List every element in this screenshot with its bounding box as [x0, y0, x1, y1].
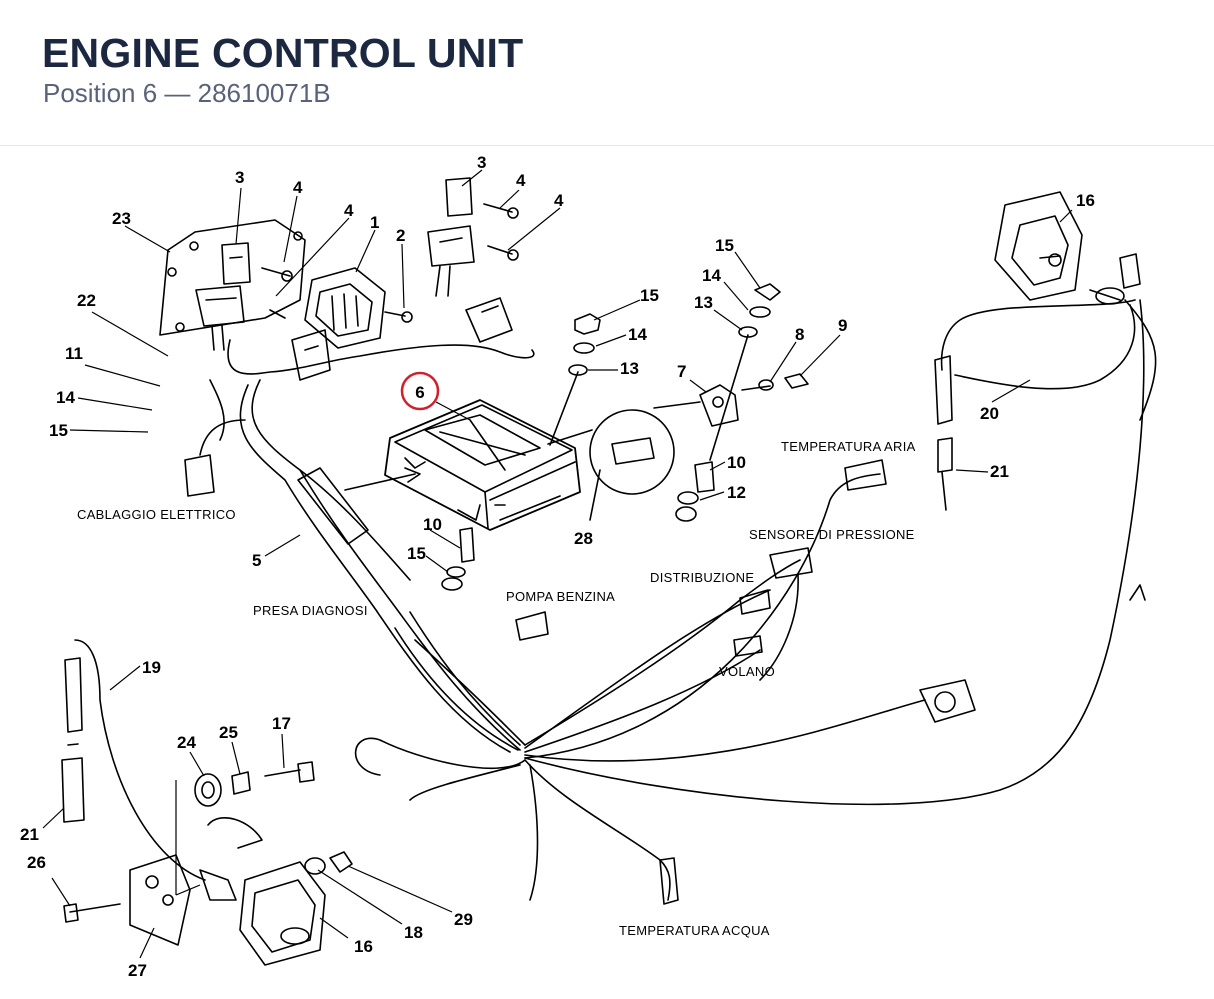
- callout-29: 29: [454, 910, 473, 929]
- diagram-svg: 23 3 4 4 1 2 3 4 4 22 11 14 15 15 14 13 …: [20, 153, 1157, 980]
- callout-4: 4: [516, 171, 526, 190]
- callout-15: 15: [407, 544, 426, 563]
- label-temperatura-acqua: TEMPERATURA ACQUA: [619, 923, 770, 938]
- callout-12: 12: [727, 483, 746, 502]
- exploded-diagram: 23 3 4 4 1 2 3 4 4 22 11 14 15 15 14 13 …: [0, 146, 1214, 994]
- page-subtitle: Position 6 — 28610071B: [43, 78, 331, 108]
- callout-15: 15: [49, 421, 68, 440]
- callout-26: 26: [27, 853, 46, 872]
- callout-14: 14: [628, 325, 647, 344]
- callout-6: 6: [415, 383, 424, 402]
- callout-3: 3: [477, 153, 486, 172]
- callout-14: 14: [56, 388, 75, 407]
- label-pompa-benzina: POMPA BENZINA: [506, 589, 615, 604]
- callout-28: 28: [574, 529, 593, 548]
- callout-4: 4: [293, 178, 303, 197]
- callout-21: 21: [20, 825, 39, 844]
- callout-19: 19: [142, 658, 161, 677]
- callout-20: 20: [980, 404, 999, 423]
- callout-3: 3: [235, 168, 244, 187]
- callout-5: 5: [252, 551, 261, 570]
- callout-11: 11: [65, 344, 83, 363]
- callout-24: 24: [177, 733, 196, 752]
- callout-10: 10: [423, 515, 442, 534]
- callout-18: 18: [404, 923, 423, 942]
- label-cablaggio-elettrico: CABLAGGIO ELETTRICO: [77, 507, 236, 522]
- callout-4: 4: [554, 191, 564, 210]
- callout-25: 25: [219, 723, 238, 742]
- highlight-part-6[interactable]: 6: [400, 371, 440, 411]
- callout-7: 7: [677, 362, 686, 381]
- callout-4: 4: [344, 201, 354, 220]
- page-header: ENGINE CONTROL UNIT Position 6 — 2861007…: [0, 0, 1214, 146]
- callout-27: 27: [128, 961, 147, 980]
- callout-23: 23: [112, 209, 131, 228]
- callout-21: 21: [990, 462, 1009, 481]
- label-presa-diagnosi: PRESA DIAGNOSI: [253, 603, 368, 618]
- page-title: ENGINE CONTROL UNIT: [42, 30, 524, 76]
- label-sensore-di-pressione: SENSORE DI PRESSIONE: [749, 527, 915, 542]
- callout-14: 14: [702, 266, 721, 285]
- callout-13: 13: [694, 293, 713, 312]
- callout-15: 15: [640, 286, 659, 305]
- callout-10: 10: [727, 453, 746, 472]
- callout-22: 22: [77, 291, 96, 310]
- label-distribuzione: DISTRIBUZIONE: [650, 570, 754, 585]
- highlight-ring[interactable]: [400, 371, 440, 411]
- callout-2: 2: [396, 226, 405, 245]
- diagram-labels: CABLAGGIO ELETTRICO PRESA DIAGNOSI POMPA…: [77, 439, 916, 938]
- callout-1: 1: [370, 213, 379, 232]
- label-volano: VOLANO: [719, 664, 775, 679]
- line-art: [61, 177, 1157, 966]
- callout-numbers: 23 3 4 4 1 2 3 4 4 22 11 14 15 15 14 13 …: [20, 153, 1095, 980]
- leader-lines: [42, 169, 1073, 959]
- callout-13: 13: [620, 359, 639, 378]
- label-temperatura-aria: TEMPERATURA ARIA: [781, 439, 916, 454]
- callout-17: 17: [272, 714, 291, 733]
- callout-16: 16: [354, 937, 373, 956]
- callout-8: 8: [795, 325, 804, 344]
- callout-16: 16: [1076, 191, 1095, 210]
- callout-9: 9: [838, 316, 847, 335]
- callout-15: 15: [715, 236, 734, 255]
